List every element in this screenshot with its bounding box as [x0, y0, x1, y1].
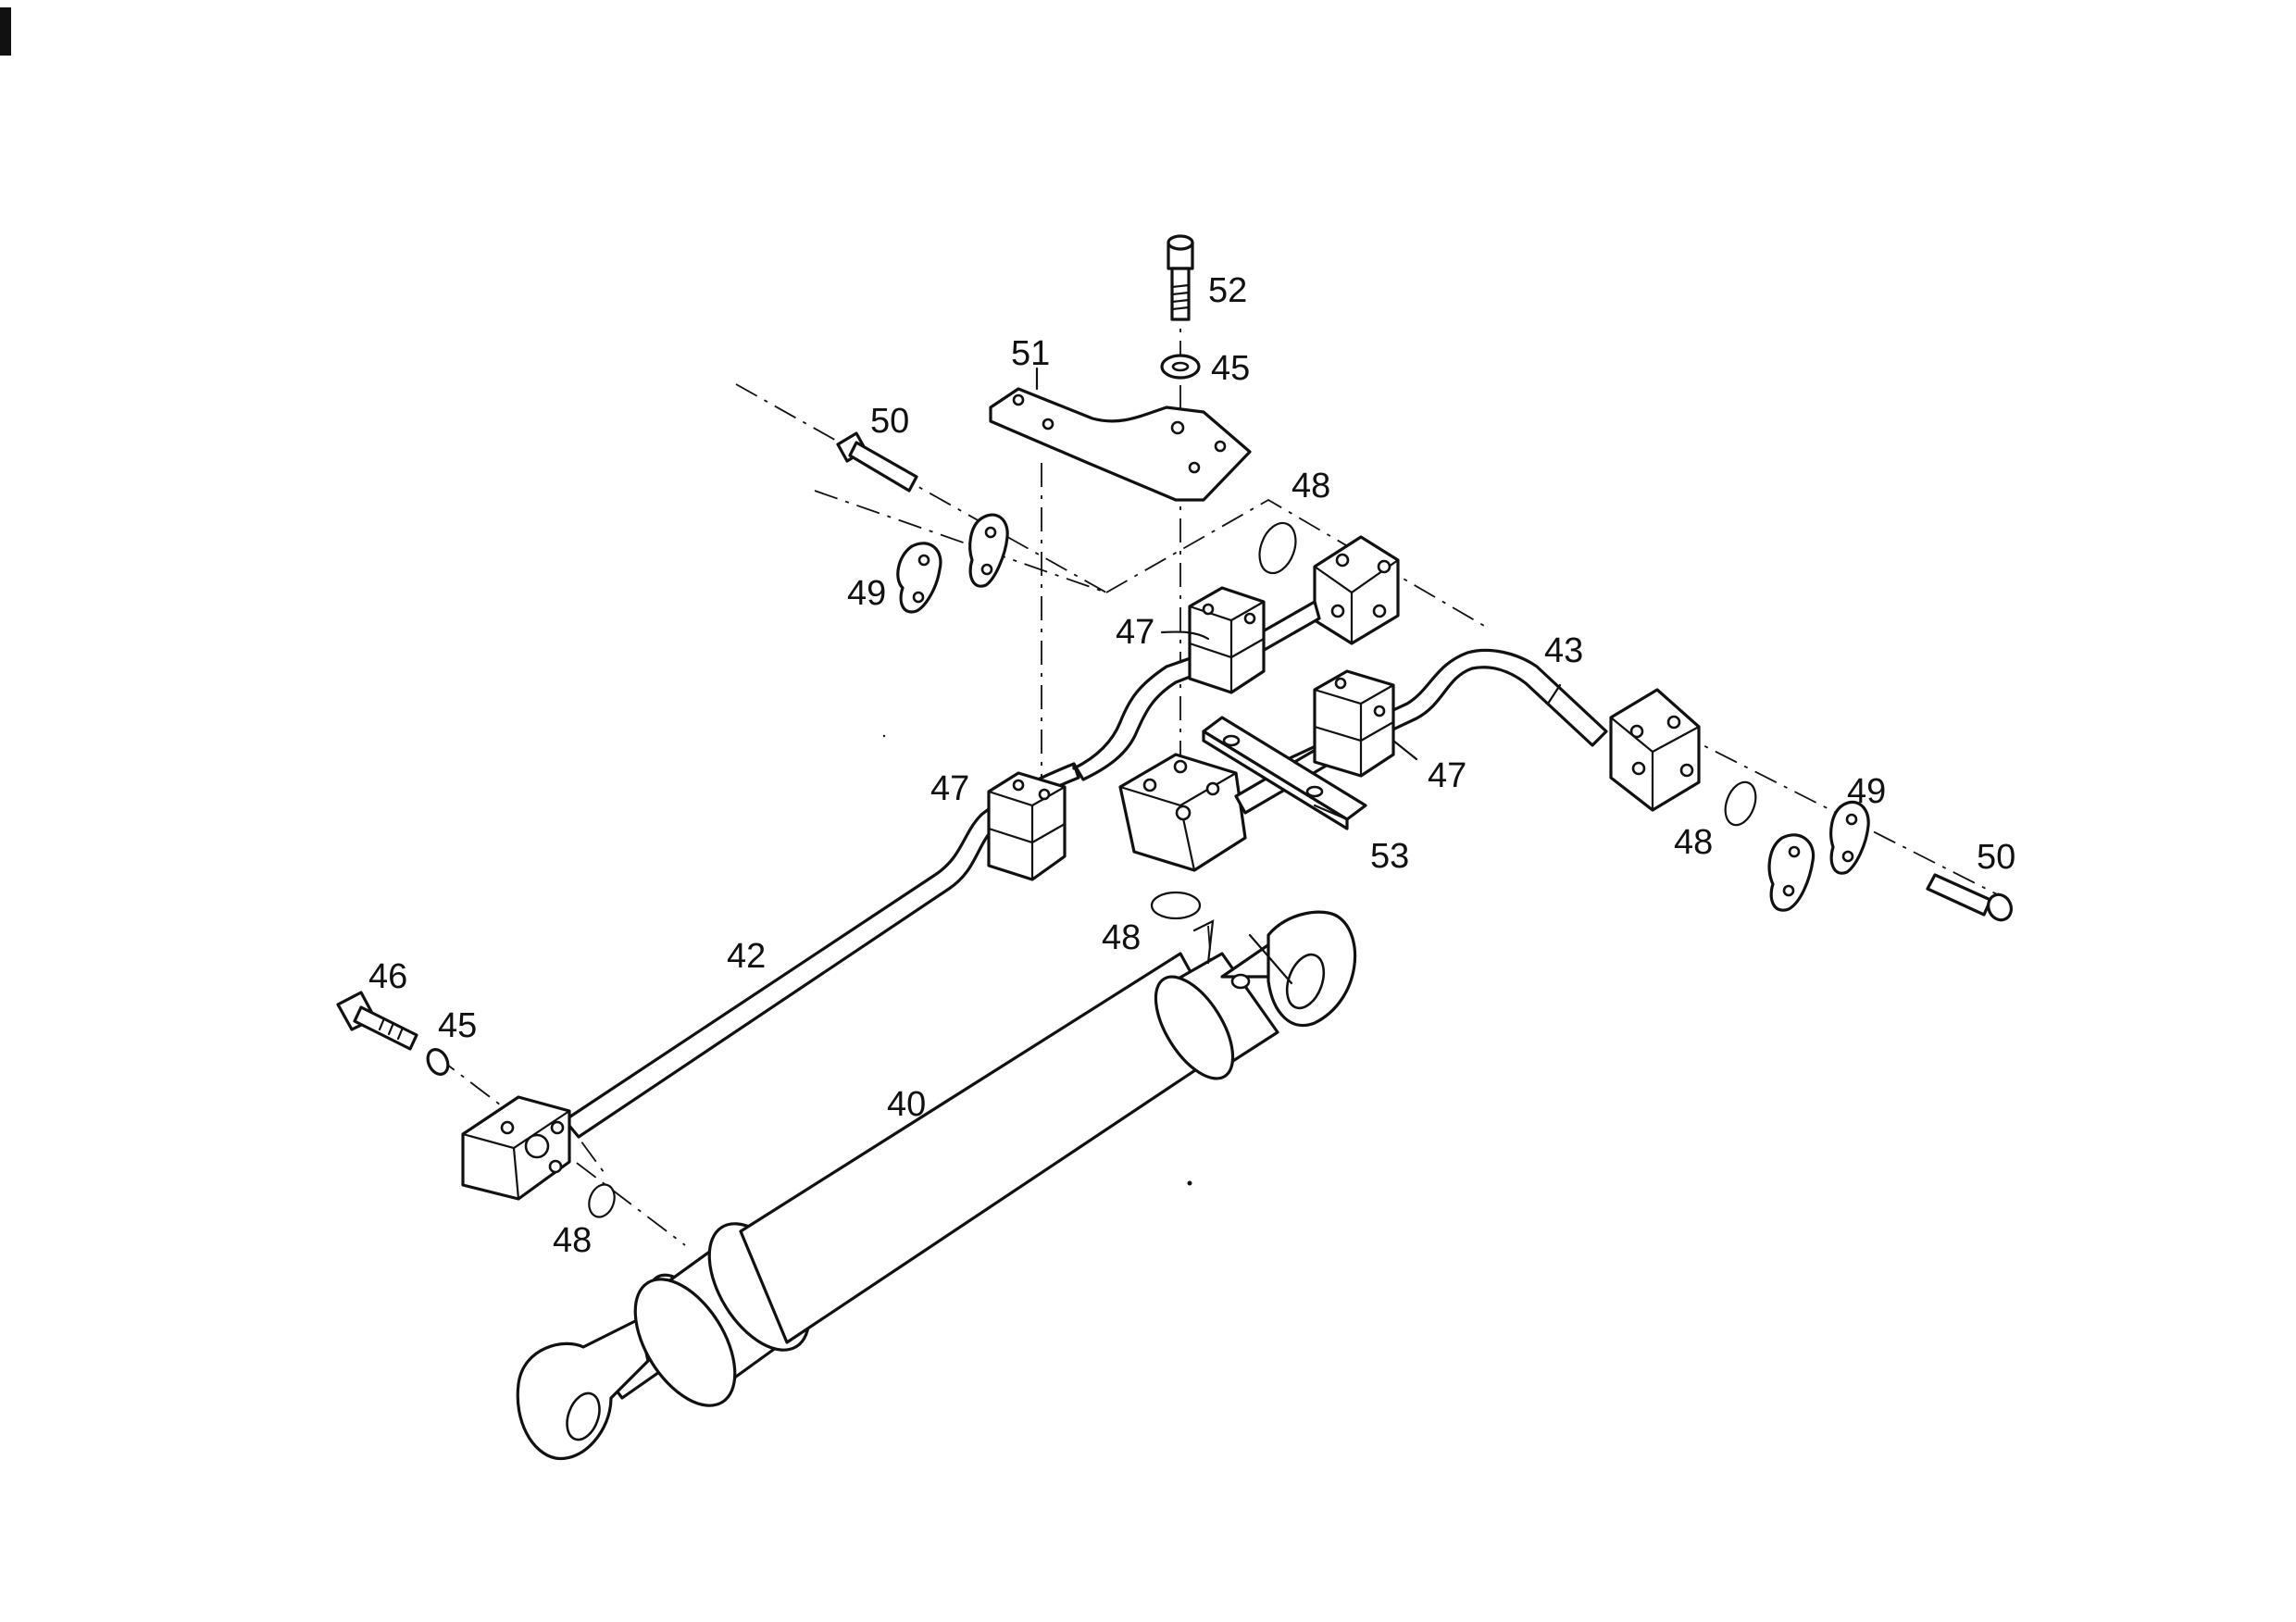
bolt-52	[1167, 234, 1194, 321]
callout-48-left: 48	[553, 1221, 592, 1260]
clamp-block-47-right	[1313, 669, 1395, 778]
callout-48-center: 48	[1102, 918, 1141, 957]
callout-49-left: 49	[847, 574, 886, 613]
callout-50-right: 50	[1977, 838, 2015, 877]
callout-49-right: 49	[1847, 772, 1886, 811]
callout-50-left: 50	[870, 402, 909, 441]
o-ring-48-left	[588, 1183, 616, 1218]
callout-46: 46	[368, 957, 407, 996]
callout-40: 40	[887, 1085, 926, 1124]
callout-labels: 52 51 45 50 48 49 47 43 47 47 49 48 53 5…	[368, 271, 2015, 1260]
washer-45-top	[1160, 354, 1201, 380]
page-edge-mark	[0, 7, 11, 56]
callout-45-top: 45	[1211, 349, 1250, 388]
hydraulic-tube-42	[461, 632, 1266, 1201]
callout-48-upper: 48	[1292, 467, 1330, 505]
clamp-block-47-upper	[1188, 586, 1266, 694]
washer-45-left	[426, 1048, 450, 1076]
mounting-plate-51	[989, 387, 1252, 502]
o-ring-48-center	[1150, 891, 1202, 920]
bolt-50-right	[1926, 873, 2013, 922]
bolt-46	[336, 991, 418, 1051]
bolt-50-left	[836, 431, 918, 493]
callout-47-upper: 47	[1116, 613, 1154, 652]
leader-lines	[1035, 367, 1562, 965]
print-speck	[1187, 1180, 1192, 1186]
callout-43: 43	[1544, 631, 1583, 670]
mounting-bracket-53	[1202, 716, 1367, 830]
clamp-block-47-left	[987, 771, 1067, 881]
split-flange-49-left-b	[968, 513, 1009, 588]
split-flange-49-left	[896, 542, 942, 614]
callout-52: 52	[1208, 271, 1247, 310]
print-speck	[882, 734, 886, 738]
callout-42: 42	[727, 937, 766, 976]
manifold-flange-upper	[1248, 535, 1400, 657]
hydraulic-cylinder	[516, 910, 1357, 1461]
o-ring-48-right	[1724, 780, 1757, 827]
callout-51: 51	[1011, 334, 1050, 373]
callout-53: 53	[1370, 837, 1409, 876]
split-flange-49-right-b	[1829, 800, 1870, 875]
o-ring-48-upper	[1258, 521, 1297, 575]
callout-47-right: 47	[1428, 756, 1466, 795]
callout-47-left: 47	[930, 769, 969, 808]
callout-48-right: 48	[1674, 823, 1713, 862]
split-flange-49-right	[1767, 833, 1816, 912]
callout-45-left: 45	[438, 1006, 477, 1045]
